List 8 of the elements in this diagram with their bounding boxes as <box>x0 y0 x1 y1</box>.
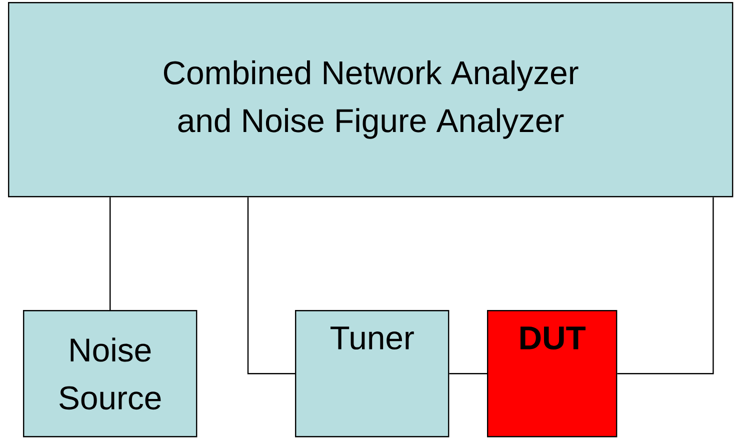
process-box: DUT <box>487 310 618 438</box>
connector-line <box>617 197 714 374</box>
analyzer-box: Combined Network Analyzer and Noise Figure Analyzer <box>8 2 734 198</box>
connector-line <box>247 197 295 374</box>
process-box: Noise Source <box>23 310 198 438</box>
connector-line <box>449 373 487 374</box>
process-box: Tuner <box>295 310 450 438</box>
connector-line <box>110 197 111 310</box>
